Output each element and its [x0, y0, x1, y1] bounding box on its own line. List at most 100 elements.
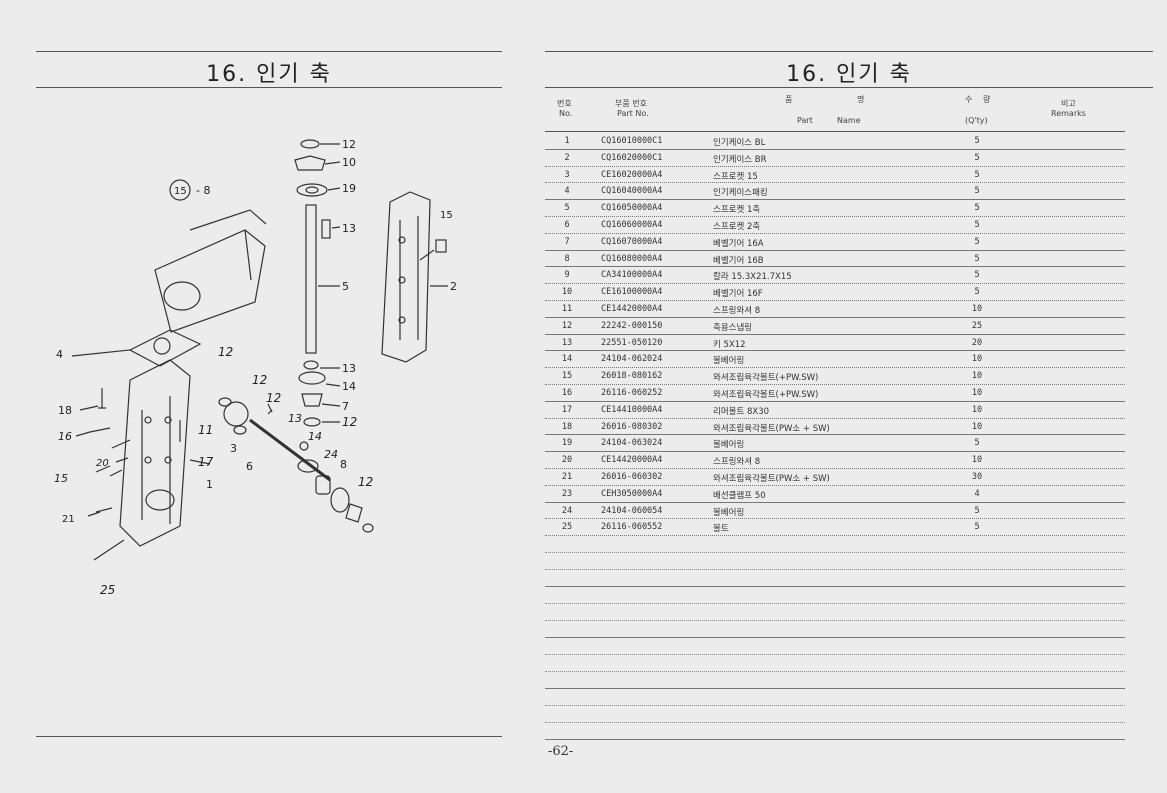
- label-2: 2: [450, 280, 457, 293]
- left-page: 16. 인기 축: [0, 0, 530, 793]
- header-remarks-kr: 비고: [1061, 99, 1076, 108]
- row-part-no: CE14420000A4: [601, 455, 663, 466]
- row-part-name: 볼베어링: [713, 356, 745, 367]
- title-rule-right: [545, 87, 1153, 88]
- label-17: 17: [198, 455, 214, 469]
- top-rule-right: [545, 51, 1153, 52]
- row-qty: 10: [971, 387, 983, 398]
- label-14: 14: [342, 380, 356, 393]
- row-part-no: CQ16070000A4: [601, 236, 663, 247]
- row-part-no: 26116-060252: [601, 387, 663, 398]
- label-7: 7: [342, 400, 349, 413]
- row-qty: 5: [974, 236, 980, 247]
- right-page: 16. 인기 축: [530, 0, 1167, 793]
- row-part-no: CQ16010000C1: [601, 136, 663, 146]
- row-part-name: 인기케이스 BL: [713, 138, 766, 148]
- label-12b: 12: [342, 415, 357, 429]
- row-qty: 4: [974, 488, 980, 499]
- label-13c: 13: [288, 412, 302, 425]
- row-qty: 5: [974, 270, 980, 281]
- row-no: 19: [561, 438, 573, 449]
- row-no: 8: [564, 253, 570, 264]
- row-no: 13: [561, 337, 573, 348]
- row-no: 1: [564, 136, 570, 146]
- row-qty: 5: [974, 186, 980, 197]
- table-row: 12 22242-000150 축용스냅링 25: [545, 318, 1125, 335]
- row-part-name: 볼베어링: [713, 507, 745, 518]
- row-no: 14: [561, 354, 573, 365]
- row-no: 2: [564, 152, 570, 163]
- row-part-no: CE16100000A4: [601, 287, 663, 298]
- row-qty: 5: [974, 287, 980, 298]
- label-15: 15: [54, 472, 68, 485]
- empty-table-row: [545, 553, 1125, 571]
- header-qty-kr-2: 량: [983, 95, 991, 104]
- row-qty: 20: [971, 337, 983, 348]
- row-part-name: 키 5X12: [713, 339, 746, 350]
- label-15-star: 15: [440, 210, 453, 221]
- row-no: 17: [561, 404, 573, 415]
- row-no: 18: [561, 421, 573, 432]
- row-no: 11: [561, 303, 573, 314]
- row-part-name: 스프링와셔 8: [713, 457, 761, 468]
- label-24: 24: [324, 448, 338, 461]
- row-qty: 10: [971, 354, 983, 365]
- row-part-name: 베벨기어 16A: [713, 238, 764, 249]
- row-qty: 5: [974, 152, 980, 163]
- row-part-name: 베벨기어 16B: [713, 255, 764, 266]
- row-qty: 10: [971, 404, 983, 415]
- row-qty: 25: [971, 320, 983, 331]
- header-no-kr: 번호: [557, 99, 572, 108]
- label-11: 11: [198, 423, 213, 437]
- row-part-no: 22242-000150: [601, 320, 663, 331]
- row-qty: 5: [974, 203, 980, 214]
- row-part-no: 24104-063024: [601, 438, 663, 449]
- row-qty: 30: [971, 471, 983, 482]
- label-12c: 12: [218, 345, 233, 359]
- label-4: 4: [56, 348, 63, 361]
- header-name-kr-1: 품: [785, 95, 793, 104]
- row-qty: 10: [971, 421, 983, 432]
- row-no: 16: [561, 387, 573, 398]
- label-19: 19: [342, 182, 356, 195]
- row-part-name: 스프로켓 15: [713, 171, 758, 182]
- row-qty: 5: [974, 438, 980, 449]
- page-title-left: 16. 인기 축: [206, 62, 332, 87]
- header-part-en: Part No.: [617, 109, 649, 118]
- row-part-name: 스프로켓 2축: [713, 221, 761, 232]
- row-part-name: 리머볼트 8X30: [713, 406, 770, 417]
- row-no: 15: [561, 371, 573, 382]
- row-qty: 5: [974, 505, 980, 516]
- label-5: 5: [342, 280, 349, 293]
- row-part-name: 와셔조립육각볼트(+PW.SW): [713, 389, 819, 400]
- row-part-no: CA34100000A4: [601, 270, 663, 281]
- empty-table-row: [545, 604, 1125, 622]
- label-12: 12: [342, 138, 356, 151]
- empty-table-row: [545, 638, 1125, 656]
- row-qty: 10: [971, 371, 983, 382]
- row-part-name: 칼라 15.3X21.7X15: [713, 272, 792, 283]
- row-part-name: 인기케이스패킹: [713, 188, 768, 199]
- label-12d: 12: [252, 373, 267, 387]
- empty-table-row: [545, 570, 1125, 588]
- row-part-name: 와셔조립육각볼트(PW소 + SW): [713, 423, 830, 434]
- page-number: -62-: [548, 744, 574, 759]
- row-no: 12: [561, 320, 573, 331]
- label-25: 25: [100, 583, 115, 597]
- empty-table-row: [545, 536, 1125, 554]
- row-part-name: 축용스냅링: [713, 322, 753, 333]
